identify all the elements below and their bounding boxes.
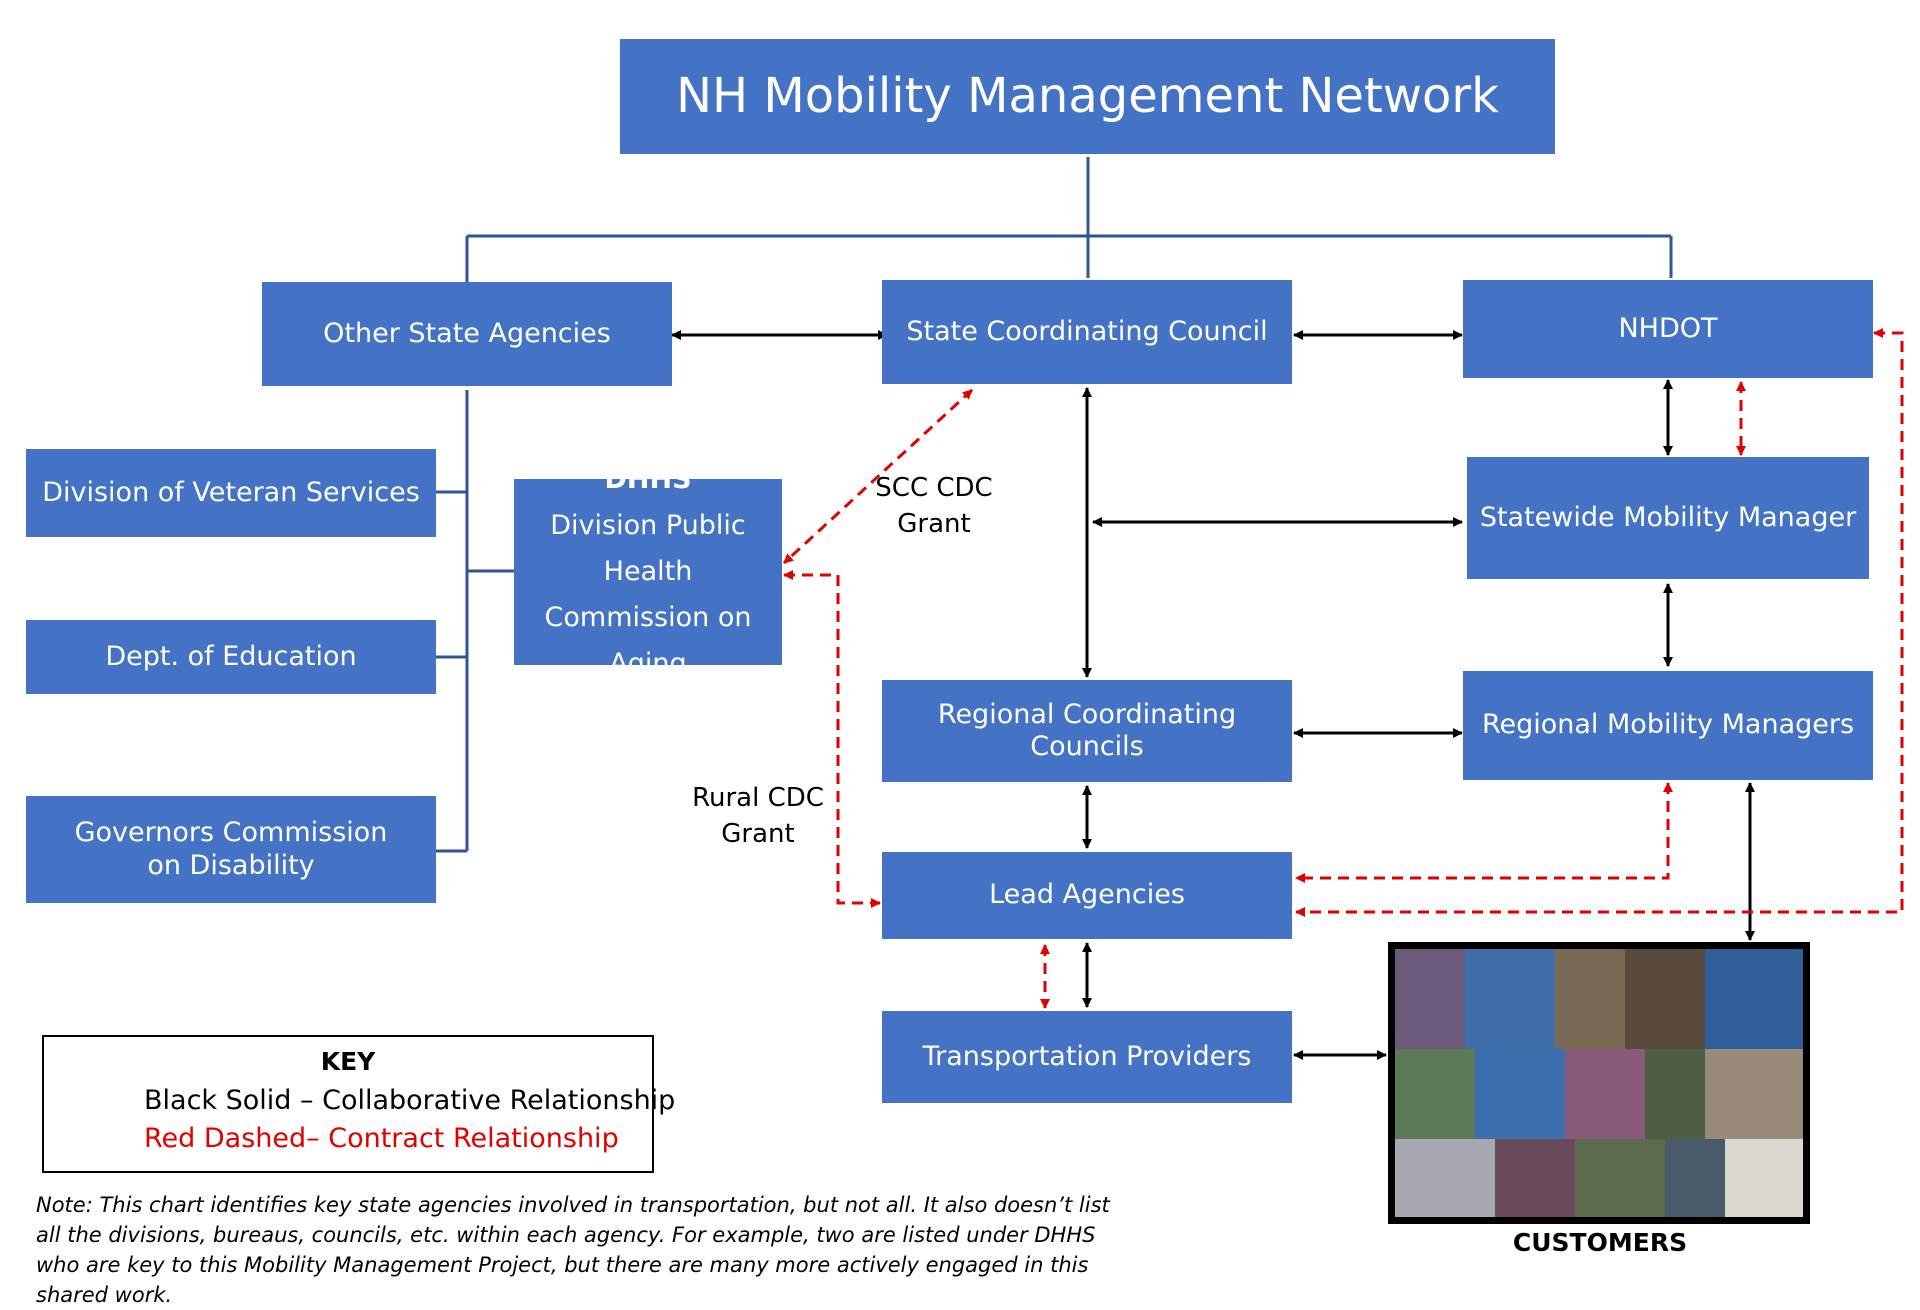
collage-tile	[1725, 1139, 1803, 1217]
statewide-mobility-manager-box: Statewide Mobility Manager	[1467, 457, 1869, 579]
dept-education-box: Dept. of Education	[26, 620, 436, 694]
state-coordinating-council-box: State Coordinating Council	[882, 280, 1292, 384]
dashed-dhhs-to-lead	[783, 570, 881, 908]
lead-agencies-box: Lead Agencies	[882, 852, 1292, 939]
contract-arrows	[782, 328, 1904, 1009]
hierarchy-lines	[436, 157, 1673, 853]
regional-mobility-managers-box: Regional Mobility Managers	[1463, 671, 1873, 780]
collage-tile	[1465, 949, 1555, 1049]
collage-tile	[1475, 1049, 1565, 1139]
collage-tile	[1565, 1049, 1645, 1139]
collage-tile	[1575, 1139, 1665, 1217]
transportation-providers-box: Transportation Providers	[882, 1011, 1292, 1103]
division-veteran-services-box: Division of Veteran Services	[26, 449, 436, 537]
dashed-nhdot-to-lead	[1295, 328, 1904, 917]
collage-tile	[1555, 949, 1625, 1049]
nhdot-box: NHDOT	[1463, 280, 1873, 378]
legend-key: KEY Black Solid – Collaborative Relation…	[42, 1035, 675, 1173]
dhhs-division-public-health: Division Public Health	[550, 510, 746, 587]
rural-cdc-grant-label: Rural CDC Grant	[682, 780, 834, 853]
customers-label: CUSTOMERS	[1512, 1228, 1688, 1257]
scc-cdc-grant-label: SCC CDC Grant	[864, 470, 1004, 543]
footnote: Note: This chart identifies key state ag…	[36, 1193, 1110, 1307]
collage-tile	[1495, 1139, 1575, 1217]
rural-cdc-label-line2: Grant	[721, 819, 795, 850]
dhhs-box: DHHS Division Public Health Commission o…	[514, 464, 782, 679]
regional-coordinating-councils-box: Regional Coordinating Councils	[882, 680, 1292, 782]
collage-tile	[1665, 1139, 1725, 1217]
customers-photo-collage	[1388, 942, 1810, 1224]
dhhs-title: DHHS	[604, 464, 692, 495]
collage-tile	[1705, 1049, 1803, 1139]
collage-tile	[1645, 1049, 1705, 1139]
collage-tile	[1625, 949, 1705, 1049]
dhhs-commission-on-aging: Commission on Aging	[544, 602, 752, 679]
collage-tile	[1395, 1139, 1495, 1217]
rural-cdc-label-line1: Rural CDC	[692, 783, 824, 813]
dashed-scc-to-dhhs	[782, 388, 974, 565]
dashed-rmm-to-lead	[1295, 782, 1673, 883]
scc-cdc-label-line2: Grant	[897, 509, 971, 540]
network-title: NH Mobility Management Network	[620, 39, 1555, 154]
key-contract-label: Red Dashed– Contract Relationship	[144, 1123, 619, 1154]
scc-cdc-label-line1: SCC CDC	[875, 473, 993, 503]
collage-tile	[1395, 949, 1465, 1049]
collage-tile	[1705, 949, 1803, 1049]
governors-commission-box: Governors Commission on Disability	[26, 796, 436, 903]
key-collaborative-label: Black Solid – Collaborative Relationship	[144, 1085, 676, 1116]
collage-tile	[1395, 1049, 1475, 1139]
other-state-agencies-box: Other State Agencies	[262, 282, 672, 386]
key-title: KEY	[320, 1047, 376, 1076]
